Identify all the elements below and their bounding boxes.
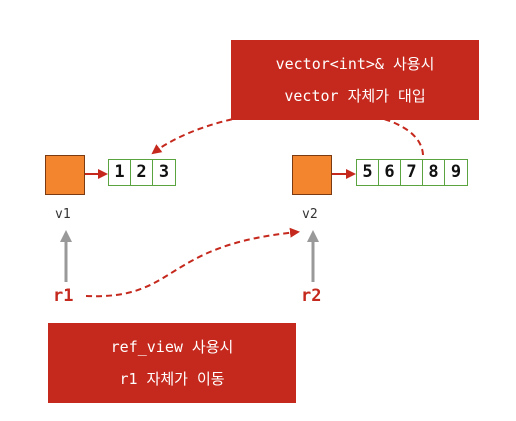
rebind-dashed-arrow (85, 227, 300, 298)
v2-cell: 8 (423, 160, 445, 185)
v2-data-cells: 5 6 7 8 9 (356, 159, 468, 186)
vector-ref-callout-line1: vector<int>& 사용시 (275, 55, 435, 73)
vector-ref-callout: vector<int>& 사용시 vector 자체가 대입 (231, 40, 479, 120)
v2-cell: 6 (379, 160, 401, 185)
v2-cell: 7 (401, 160, 423, 185)
v1-cell: 2 (131, 160, 153, 185)
v2-label: v2 (302, 207, 318, 222)
r1-label: r1 (53, 286, 74, 306)
ref-view-callout: ref_view 사용시 r1 자체가 이동 (48, 323, 296, 403)
r2-label: r2 (301, 286, 322, 306)
v1-cell: 1 (109, 160, 131, 185)
ref-view-callout-line2: r1 자체가 이동 (119, 370, 225, 388)
vector-ref-callout-line2: vector 자체가 대입 (284, 87, 426, 105)
v1-cell: 3 (158, 162, 170, 182)
v1-data-cells: 1 2 3 (108, 159, 176, 186)
v2-cell: 9 (450, 162, 462, 182)
v1-object-block (45, 155, 85, 195)
v2-object-block (292, 155, 332, 195)
v1-label: v1 (55, 207, 71, 222)
ref-view-callout-line1: ref_view 사용시 (110, 338, 234, 356)
v2-cell: 5 (357, 160, 379, 185)
